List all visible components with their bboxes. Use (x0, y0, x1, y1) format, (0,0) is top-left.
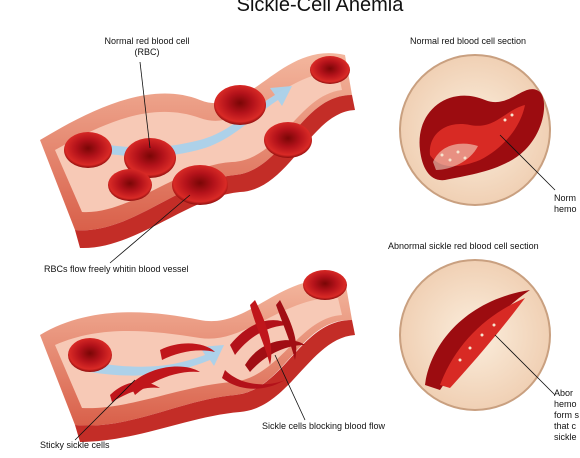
label-normal-rbc: Normal red blood cell (RBC) (92, 36, 202, 58)
top-rbc-1 (64, 132, 112, 168)
label-sticky-cells: Sticky sickle cells (40, 440, 110, 451)
label-abnormal-hemo: Abor hemo form s that c sickle (554, 388, 579, 443)
bottom-blood-vessel (40, 270, 355, 442)
sickle-rbc-section (400, 260, 555, 410)
top-blood-vessel (40, 53, 355, 248)
label-blocking: Sickle cells blocking blood flow (262, 421, 385, 432)
label-abnormal-hemo-line2: hemo (554, 399, 579, 410)
label-normal-rbc-line2: (RBC) (92, 47, 202, 58)
label-normal-rbc-line1: Normal red blood cell (92, 36, 202, 47)
label-normal-hemo-line2: hemo (554, 204, 577, 215)
label-normal-hemo-line1: Norm (554, 193, 577, 204)
normal-rbc-section (400, 55, 555, 205)
bottom-rbc-1 (68, 338, 112, 372)
label-abnormal-hemo-line5: sickle (554, 432, 579, 443)
label-abnormal-hemo-line4: that c (554, 421, 579, 432)
label-abnormal-hemo-line1: Abor (554, 388, 579, 399)
bottom-rbc-2 (303, 270, 347, 300)
label-normal-section: Normal red blood cell section (410, 36, 526, 47)
label-flow-freely: RBCs flow freely whitin blood vessel (44, 264, 189, 275)
top-rbc-3 (108, 169, 152, 201)
label-normal-hemo: Norm hemo (554, 193, 577, 215)
top-rbc-4 (172, 165, 228, 205)
top-rbc-5 (214, 85, 266, 125)
label-abnormal-hemo-line3: form s (554, 410, 579, 421)
top-rbc-6 (264, 122, 312, 158)
label-abnormal-section: Abnormal sickle red blood cell section (388, 241, 539, 252)
top-rbc-7 (310, 56, 350, 84)
